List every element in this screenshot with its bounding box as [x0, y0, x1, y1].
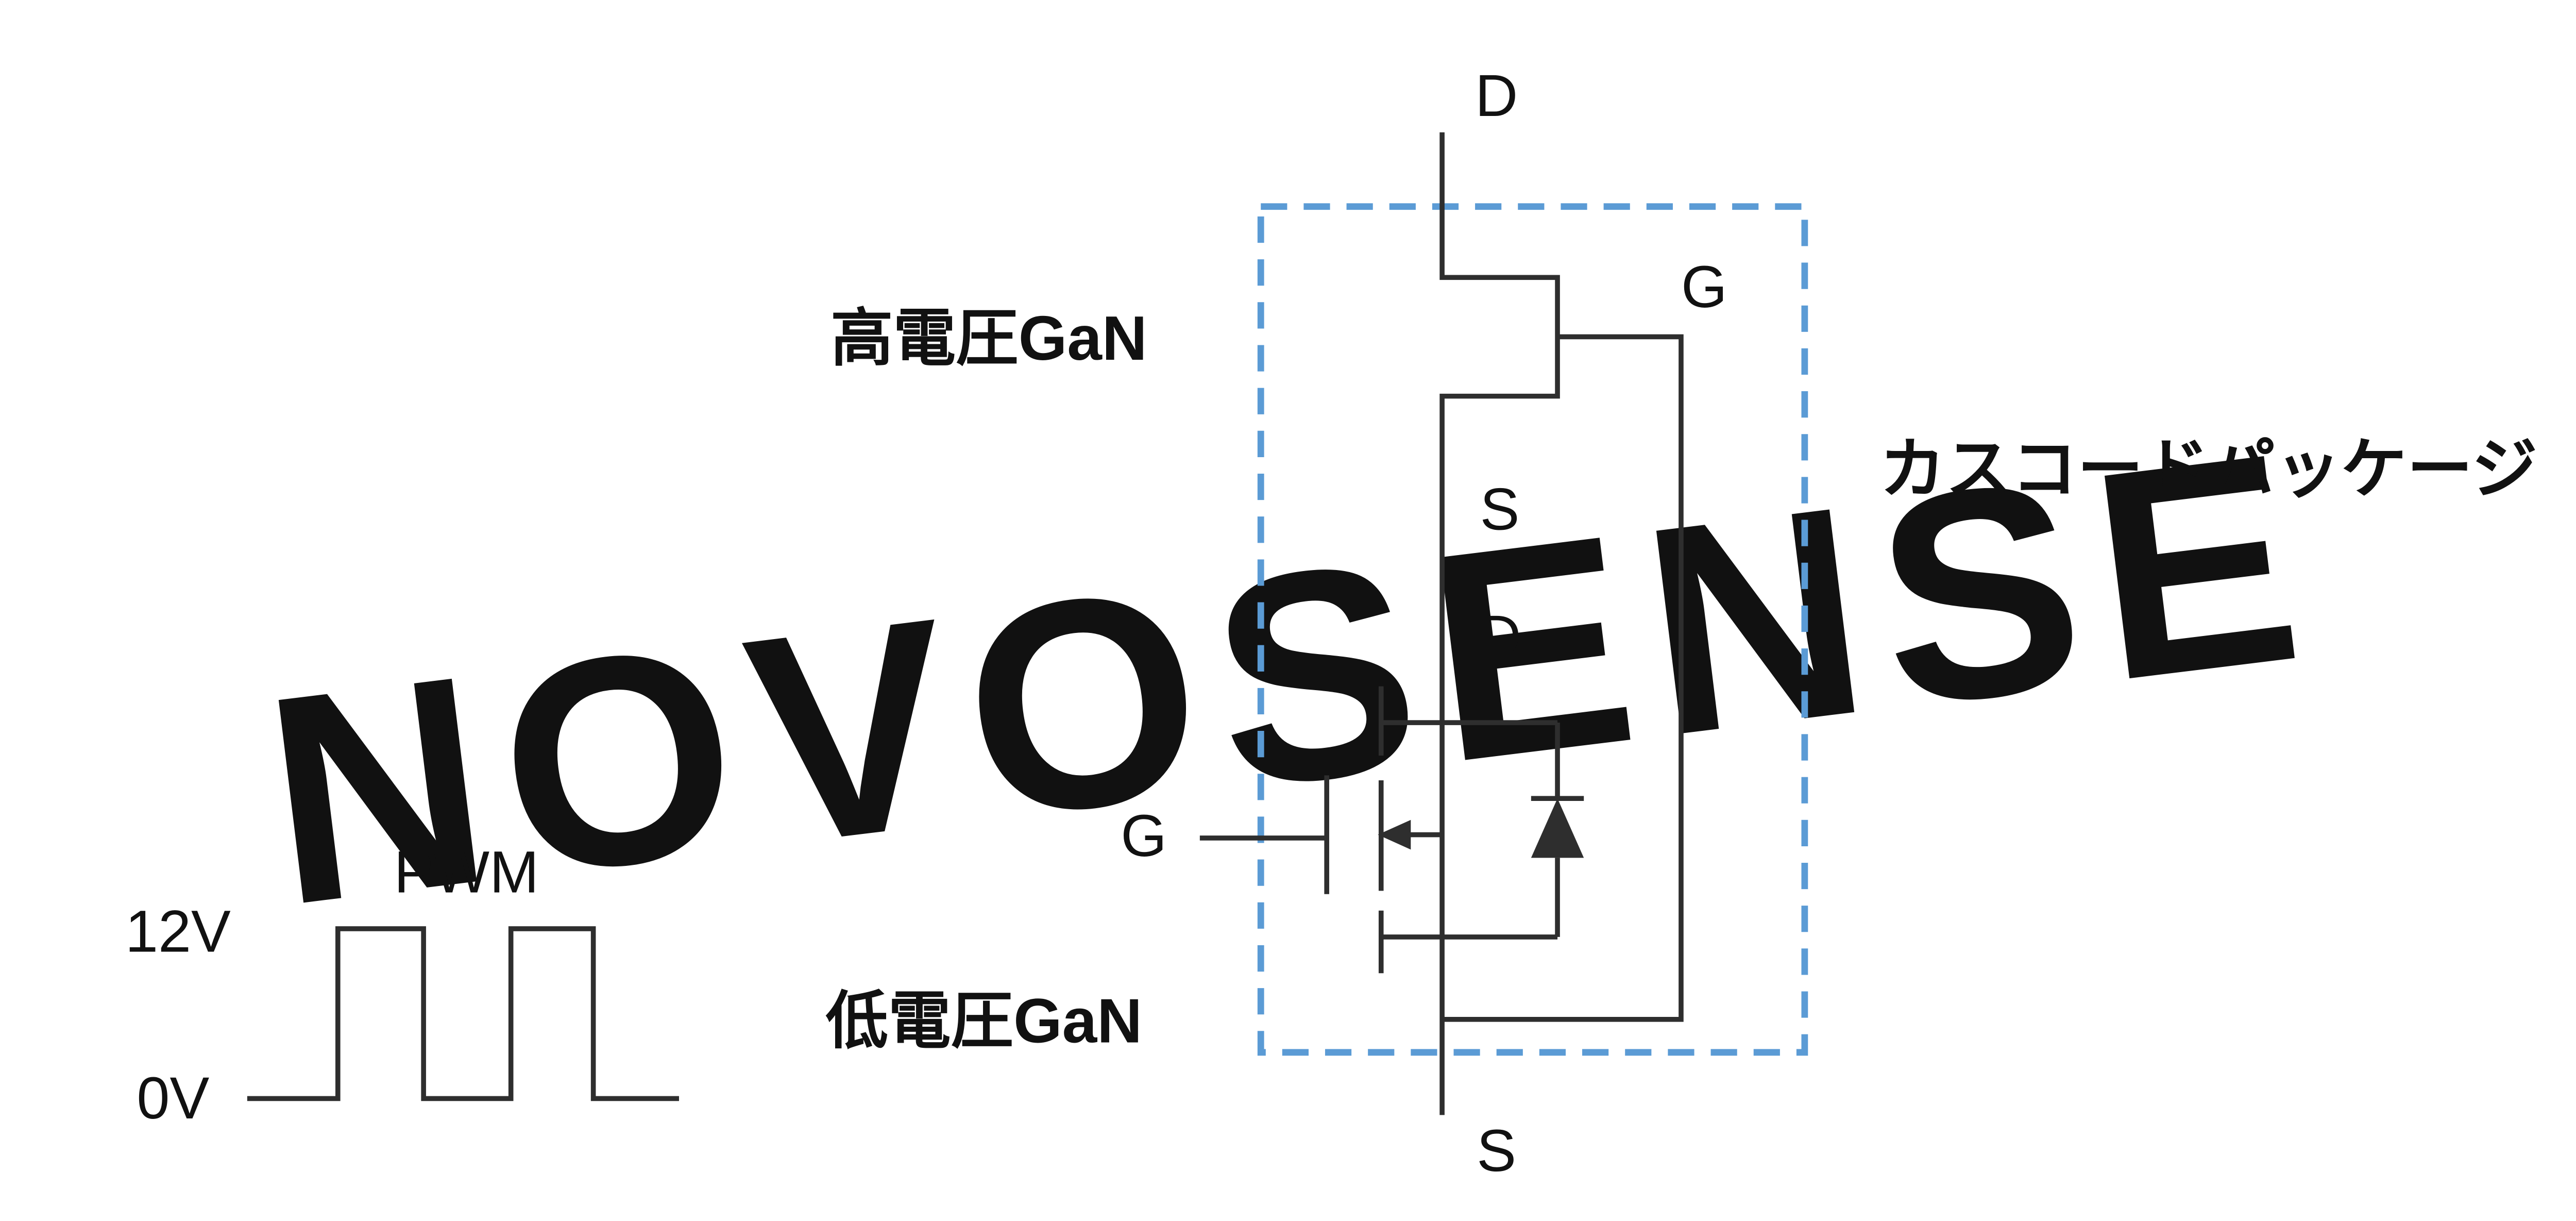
terminal-source-mid: S: [1480, 477, 1520, 543]
filled-shapes: [1378, 798, 1584, 858]
diagram-labels: D G S D G S 高電圧GaN 低電圧GaN カスコードパッケージ PWM…: [125, 63, 2537, 1184]
label-low-voltage-gan: 低電圧GaN: [826, 986, 1143, 1056]
label-0v: 0V: [137, 1065, 209, 1131]
label-high-voltage-gan: 高電圧GaN: [831, 303, 1147, 373]
label-cascode-package: カスコードパッケージ: [1879, 432, 2537, 506]
terminal-drain-mid: D: [1478, 604, 1521, 670]
label-pwm: PWM: [394, 840, 539, 906]
label-12v: 12V: [125, 899, 231, 965]
terminal-gate-bottom: G: [1121, 803, 1167, 869]
terminal-gate-top: G: [1681, 254, 1727, 320]
cascode-gate-link: [1442, 334, 1684, 1022]
cascode-package-boundary: [1257, 203, 1808, 1056]
terminal-drain-top: D: [1475, 63, 1518, 129]
body-diode-triangle-icon: [1531, 798, 1584, 858]
terminal-source-bottom: S: [1477, 1118, 1516, 1184]
body-arrow-icon: [1378, 819, 1411, 850]
circuit-lines: [247, 132, 1684, 1115]
pwm-waveform: [247, 926, 679, 1101]
